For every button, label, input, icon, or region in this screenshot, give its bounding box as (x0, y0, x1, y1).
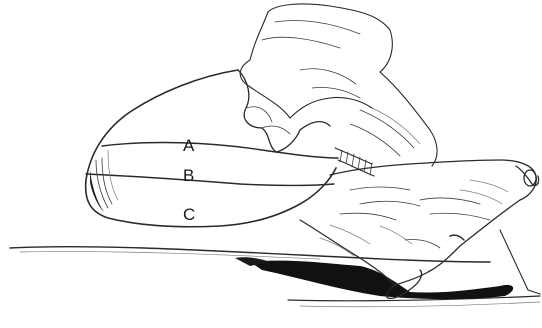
cast-shadow (235, 257, 513, 299)
label-c: C (183, 205, 195, 224)
label-a: A (183, 136, 195, 155)
torso-regions (86, 70, 338, 227)
region-labels: A B C (183, 136, 195, 224)
label-b: B (183, 166, 194, 185)
neck-ridges (335, 108, 420, 176)
